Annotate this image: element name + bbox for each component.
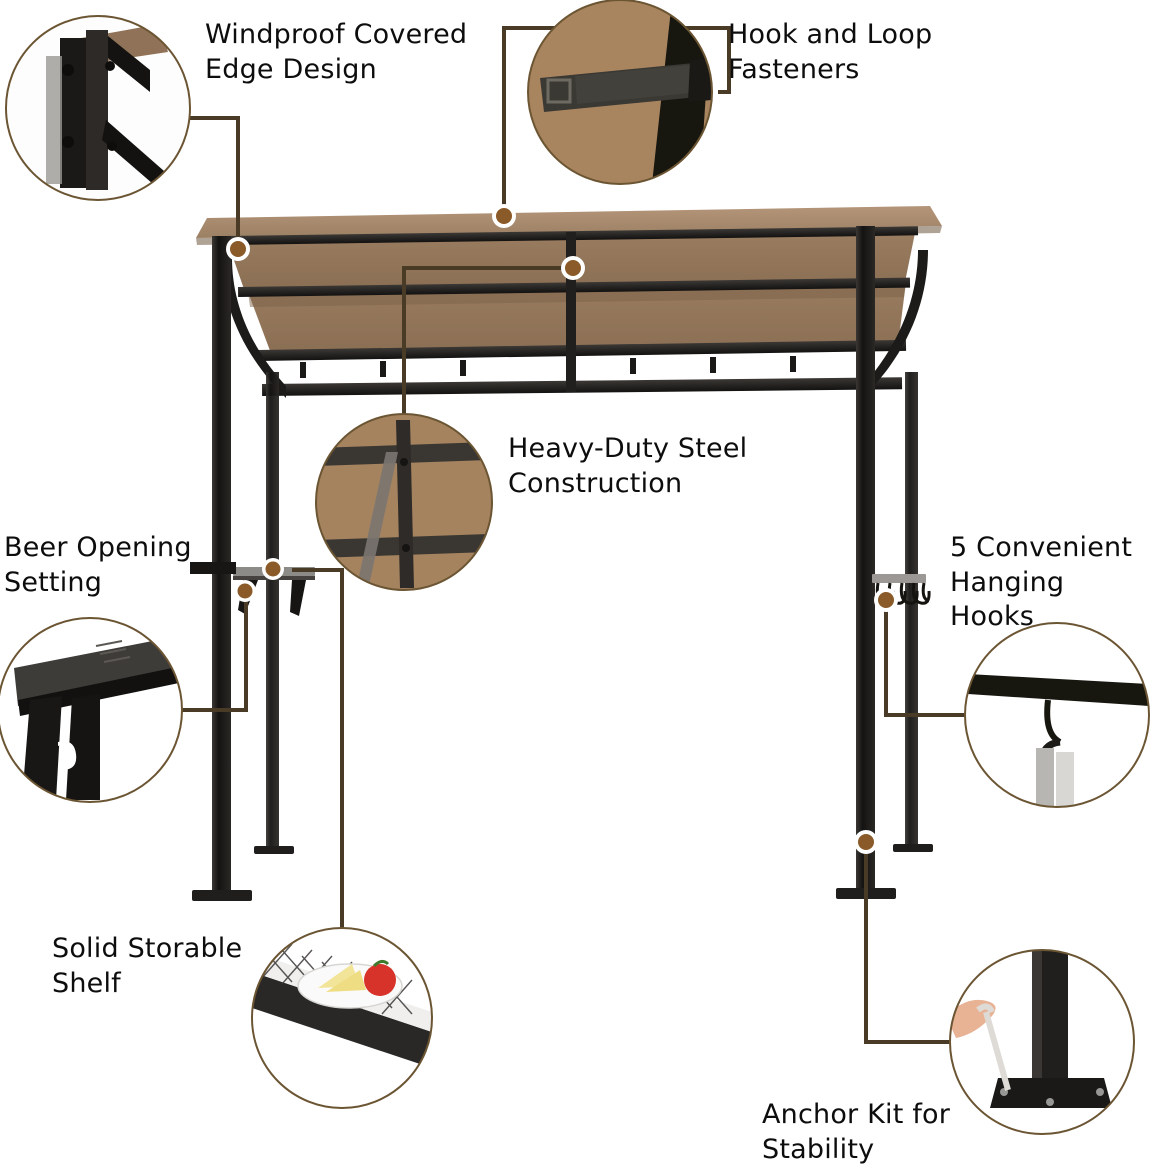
callout-label-hook-and-loop-fasteners: Hook and Loop Fasteners — [728, 19, 933, 85]
tomato — [364, 964, 396, 996]
connector-steel — [402, 266, 572, 414]
detail-circle-anchor — [949, 949, 1135, 1135]
marker-velcro — [492, 204, 516, 228]
marker-steel — [561, 256, 585, 280]
canopy-top-sheet — [196, 206, 942, 238]
callout-label-heavy-duty-steel-construction: Heavy-Duty Steel Construction — [508, 433, 748, 499]
marker-windproof — [226, 237, 250, 261]
right-rear-post — [905, 372, 918, 848]
hook-rack-bar — [872, 574, 926, 583]
connector-opener — [182, 592, 248, 712]
callout-connector-lines — [168, 26, 965, 1044]
allen-key — [983, 1011, 1011, 1091]
connector-hooks — [884, 606, 965, 717]
connector-shelf — [292, 568, 344, 928]
marker-hooks — [874, 588, 898, 612]
connector-windproof — [168, 116, 240, 248]
left-rear-post-base — [254, 846, 294, 854]
bottle-opener-cross-bar — [190, 562, 236, 574]
callout-label-anchor-kit-for-stability: Anchor Kit for Stability — [762, 1099, 951, 1165]
callout-label-windproof-covered-edge-design: Windproof Covered Edge Design — [205, 19, 468, 85]
canopy-center-spine — [566, 232, 576, 392]
callout-label-beer-opening-setting: Beer Opening Setting — [4, 532, 192, 598]
anchor-base-plate — [990, 1078, 1112, 1108]
bottle-opener-photo — [14, 636, 182, 706]
detail-circle-windproof — [5, 15, 191, 201]
callout-markers — [226, 204, 898, 854]
marker-opener — [234, 580, 256, 602]
mesh-shelf-photo — [252, 972, 432, 1068]
canopy-bar-lower — [258, 339, 907, 361]
canopy-bar-bottom — [262, 377, 903, 396]
callout-label-hanging-hooks: 5 Convenient Hanging Hooks — [950, 532, 1133, 633]
detail-circle-shelf — [251, 927, 433, 1109]
detail-circle-hook — [964, 622, 1150, 808]
left-rear-post — [266, 372, 279, 850]
right-post — [856, 226, 875, 894]
detail-circle-opener — [0, 617, 183, 803]
gazebo-product-image — [190, 206, 942, 901]
right-rear-post-base — [893, 844, 933, 852]
connector-anchor — [864, 845, 950, 1044]
detail-circle-steel — [315, 413, 493, 591]
connector-velcro — [502, 26, 731, 212]
side-shelf-bracket-right — [290, 580, 306, 616]
left-post-base-plate — [192, 890, 252, 901]
marker-anchor — [854, 830, 878, 854]
hanging-hook-photo — [968, 674, 1149, 706]
callout-label-solid-storable-shelf: Solid Storable Shelf — [52, 933, 243, 999]
detail-circle-velcro — [527, 0, 713, 185]
marker-shelf — [262, 558, 284, 580]
